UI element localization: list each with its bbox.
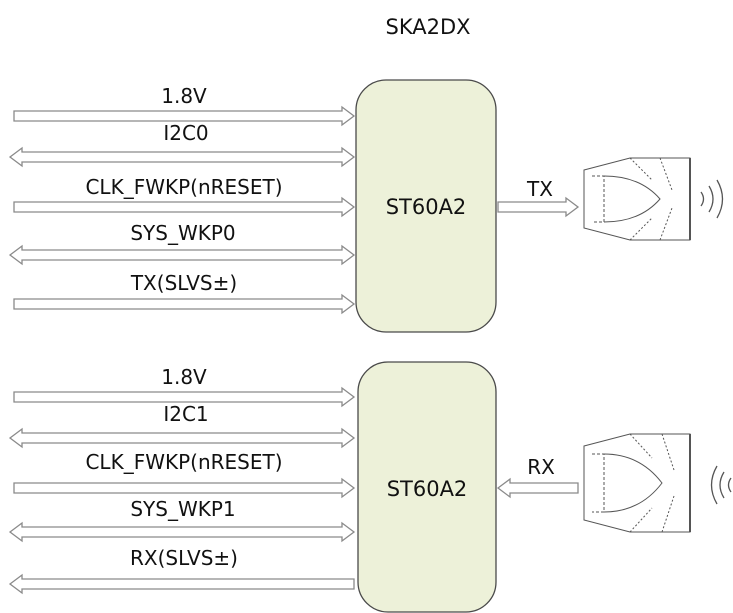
- signal-label-1v8-top: 1.8V: [161, 84, 207, 108]
- signal-arrow-sys-wkp1: [8, 521, 356, 543]
- rx-input-label: RX: [527, 455, 555, 479]
- signal-arrow-1v8-bottom: [13, 386, 356, 408]
- chip-top: [355, 79, 497, 333]
- signal-arrow-tx-slvs: [13, 293, 356, 315]
- signal-arrow-rx-slvs: [8, 573, 355, 595]
- signal-label-rx-slvs: RX(SLVS±): [130, 546, 238, 570]
- signal-label-clk-top: CLK_FWKP(nRESET): [85, 175, 282, 199]
- signal-arrow-i2c1: [8, 427, 356, 449]
- transmit-antenna-icon: [583, 157, 724, 241]
- signal-arrow-clk-bottom: [13, 477, 356, 499]
- tx-output-arrow: [497, 196, 580, 218]
- chip-label-top: ST60A2: [386, 195, 467, 219]
- signal-label-sys-wkp0: SYS_WKP0: [130, 221, 235, 245]
- signal-label-i2c0: I2C0: [163, 121, 208, 145]
- receive-antenna-icon: [583, 433, 732, 533]
- signal-label-1v8-bottom: 1.8V: [161, 365, 207, 389]
- rx-input-arrow: [496, 477, 579, 499]
- signal-arrow-1v8-top: [13, 105, 356, 127]
- signal-arrow-clk-top: [13, 196, 356, 218]
- signal-arrow-i2c0: [8, 146, 356, 168]
- signal-label-sys-wkp1: SYS_WKP1: [130, 497, 235, 521]
- chip-bottom: [357, 361, 497, 613]
- tx-output-label: TX: [526, 177, 553, 201]
- signal-label-clk-bottom: CLK_FWKP(nRESET): [85, 450, 282, 474]
- signal-arrow-sys-wkp0: [8, 244, 356, 266]
- chip-label-bottom: ST60A2: [387, 477, 468, 501]
- signal-label-i2c1: I2C1: [163, 402, 208, 426]
- block-bottom: ST60A2 1.8V I2C1 CLK_FWKP(nRESET) SYS_WK…: [8, 361, 732, 613]
- diagram-title: SKA2DX: [385, 15, 470, 39]
- block-top: ST60A2 1.8V I2C0 CLK_FWKP(nRESET) SYS_WK…: [8, 79, 724, 333]
- signal-label-tx-slvs: TX(SLVS±): [130, 271, 237, 295]
